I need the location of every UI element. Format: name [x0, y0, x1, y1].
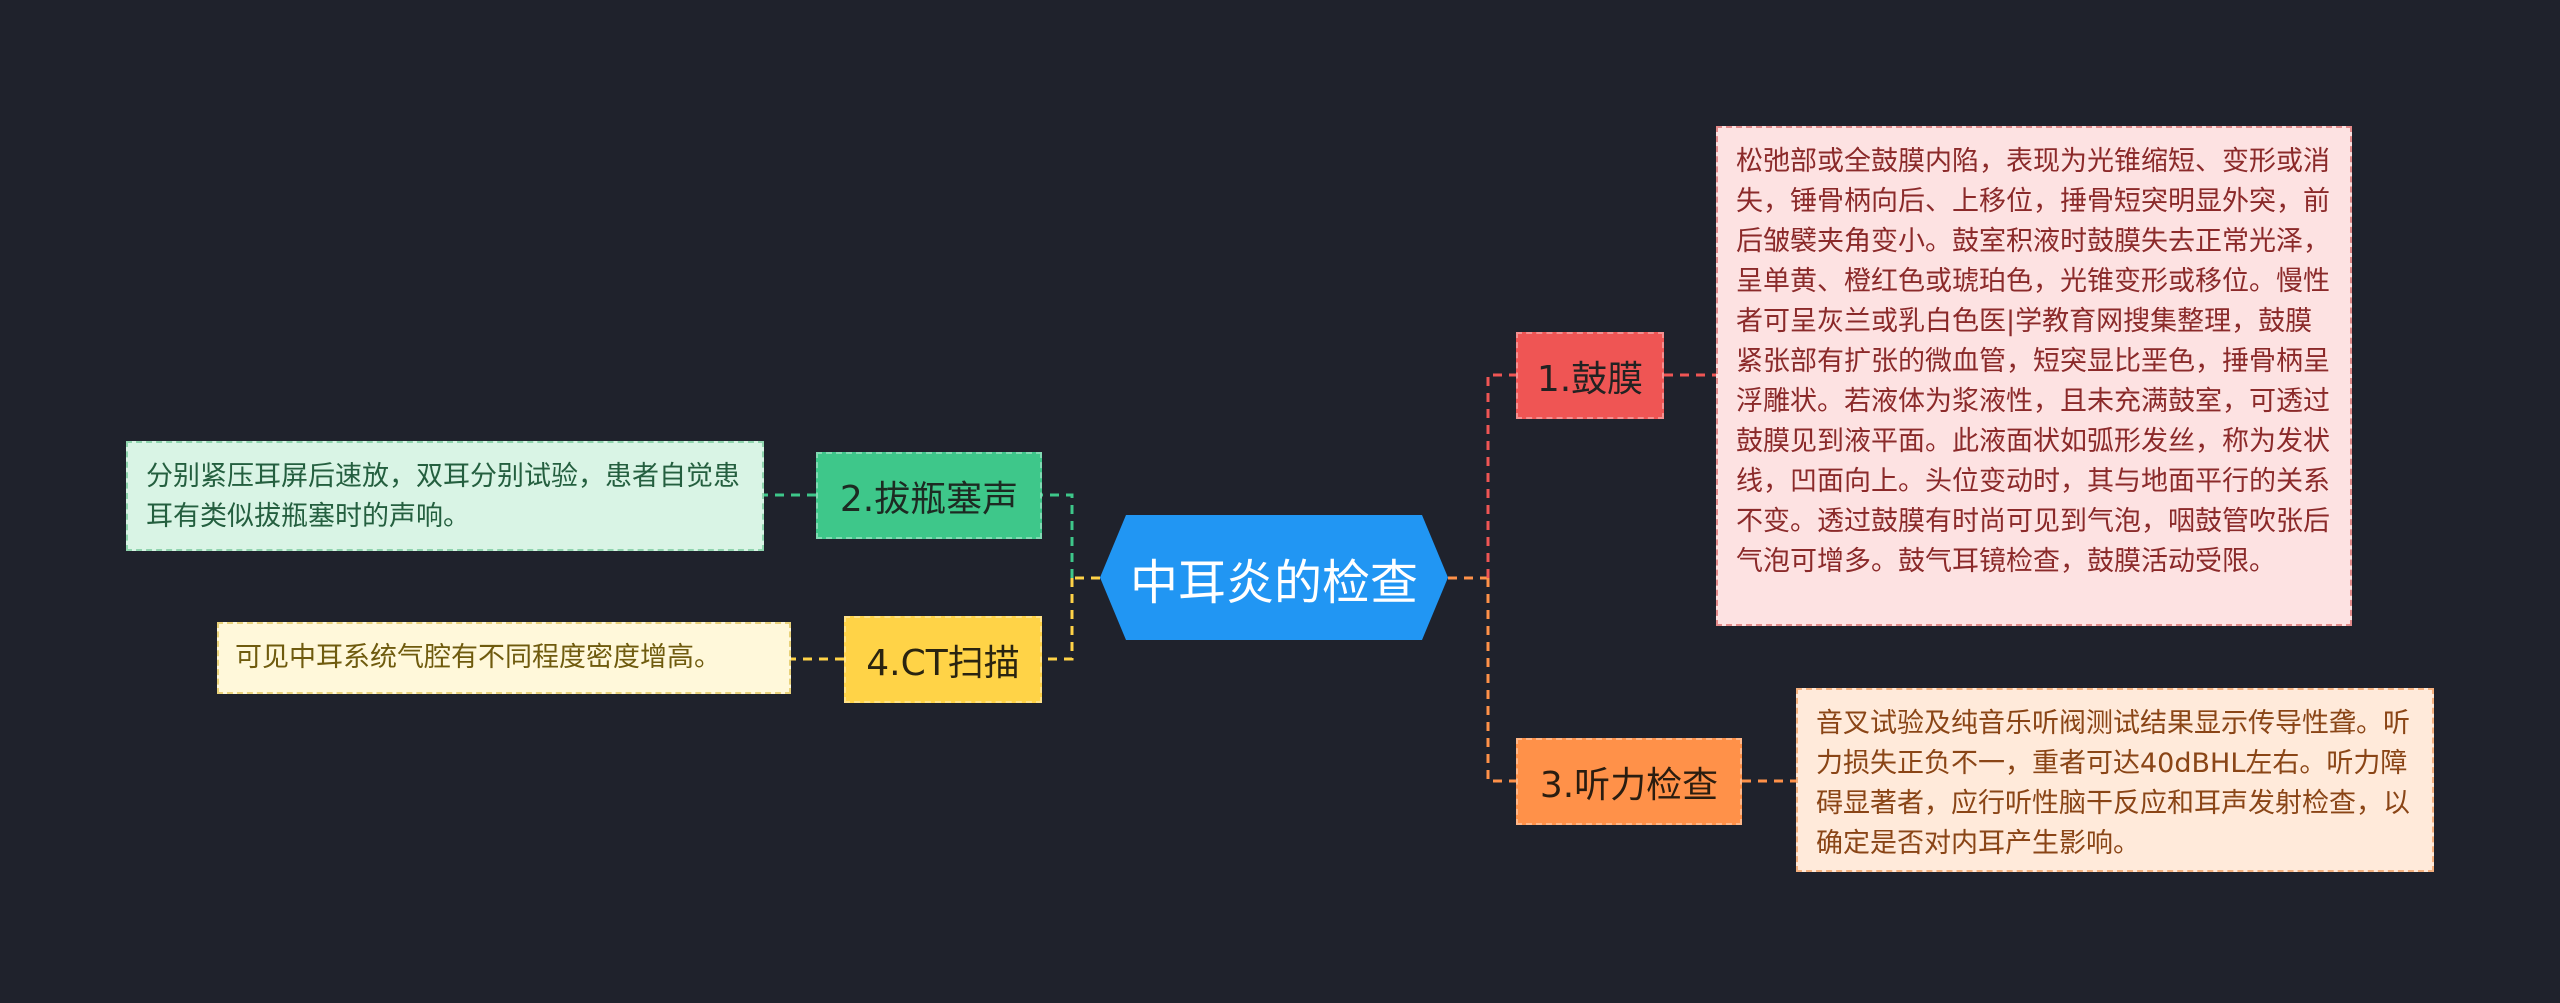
branch-node-bapingsai[interactable]: 2.拔瓶塞声 — [816, 452, 1042, 539]
central-topic[interactable]: 中耳炎的检查 — [1100, 515, 1448, 640]
branch-node-ct[interactable]: 4.CT扫描 — [844, 616, 1042, 703]
central-topic-label: 中耳炎的检查 — [1129, 554, 1418, 611]
detail-node-ct[interactable]: 可见中耳系统气腔有不同程度密度增高。 — [217, 622, 791, 694]
detail-text: 音叉试验及纯音乐听阀测试结果显示传导性聋。听力损失正负不一，重者可达40dBHL… — [1816, 708, 2410, 859]
connector-trunk-to-tingli — [1486, 578, 1516, 783]
branch-node-tingli[interactable]: 3.听力检查 — [1516, 738, 1742, 825]
detail-node-bapingsai[interactable]: 分别紧压耳屏后速放，双耳分别试验，患者自觉患耳有类似拔瓶塞时的声响。 — [126, 441, 764, 551]
connector-trunk-to-bapingsai — [1042, 493, 1074, 578]
branch-label: 2.拔瓶塞声 — [839, 478, 1019, 520]
connector-trunk-to-ct — [1042, 578, 1074, 661]
branch-label: 4.CT扫描 — [866, 642, 1020, 684]
detail-node-guma[interactable]: 松弛部或全鼓膜内陷，表现为光锥缩短、变形或消失，锤骨柄向后、上移位，捶骨短突明显… — [1716, 126, 2352, 626]
detail-node-tingli[interactable]: 音叉试验及纯音乐听阀测试结果显示传导性聋。听力损失正负不一，重者可达40dBHL… — [1796, 688, 2434, 872]
connector-trunk-to-guma — [1486, 373, 1516, 578]
branch-node-guma[interactable]: 1.鼓膜 — [1516, 332, 1664, 419]
detail-text: 可见中耳系统气腔有不同程度密度增高。 — [235, 642, 721, 673]
branch-label: 1.鼓膜 — [1536, 358, 1644, 400]
branch-label: 3.听力检查 — [1539, 764, 1719, 806]
detail-text: 松弛部或全鼓膜内陷，表现为光锥缩短、变形或消失，锤骨柄向后、上移位，捶骨短突明显… — [1736, 146, 2330, 577]
detail-text: 分别紧压耳屏后速放，双耳分别试验，患者自觉患耳有类似拔瓶塞时的声响。 — [146, 461, 740, 532]
